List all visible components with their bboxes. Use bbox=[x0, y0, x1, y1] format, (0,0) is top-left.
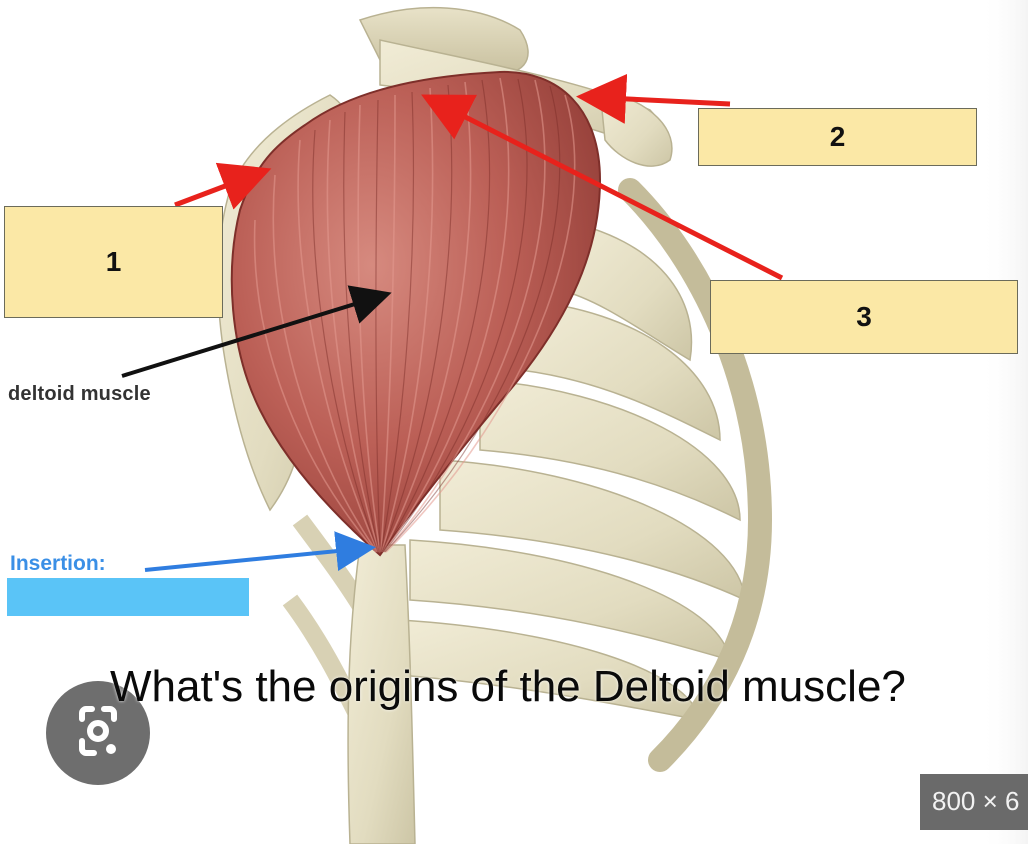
google-lens-button[interactable] bbox=[46, 681, 150, 785]
image-size-badge: 800 × 6 bbox=[920, 774, 1028, 830]
insertion-label: Insertion: bbox=[10, 552, 106, 575]
rib-cage bbox=[282, 178, 773, 772]
deltoid-muscle-label: deltoid muscle bbox=[8, 383, 151, 405]
insertion-answer-box bbox=[7, 578, 249, 616]
label-box-3: 3 bbox=[710, 280, 1018, 354]
arrow-to-label-3 bbox=[421, 94, 784, 281]
label-box-2-text: 2 bbox=[829, 121, 846, 152]
label-box-1-text: 1 bbox=[105, 246, 122, 277]
google-lens-icon bbox=[79, 706, 117, 756]
arrow-to-label-2 bbox=[576, 73, 731, 124]
humerus bbox=[347, 544, 416, 844]
deltoid-muscle bbox=[230, 70, 602, 557]
label-box-1: 1 bbox=[4, 206, 223, 318]
question-text: What's the origins of the Deltoid muscle… bbox=[110, 662, 906, 711]
arrow-to-label-1 bbox=[174, 162, 272, 210]
label-box-3-text: 3 bbox=[856, 301, 872, 332]
arrow-deltoid bbox=[121, 285, 392, 378]
label-box-2: 2 bbox=[698, 108, 977, 166]
arrow-insertion bbox=[144, 531, 376, 572]
